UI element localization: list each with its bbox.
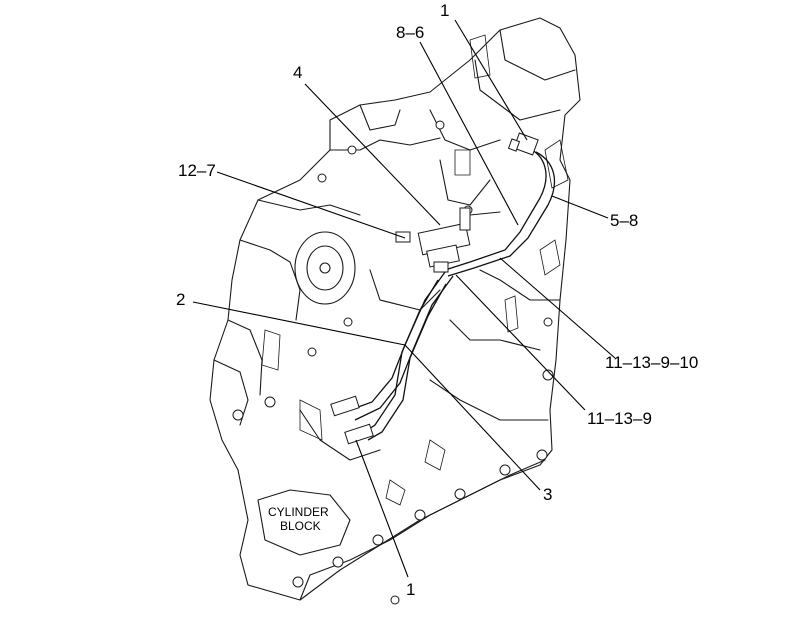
callout-1-bottom: 1 (406, 580, 415, 599)
bolt-heads (232, 120, 554, 605)
leader-lines (192, 19, 616, 578)
cylinder-block-label-line2: BLOCK (280, 519, 321, 533)
callout-1-top: 1 (440, 1, 449, 20)
callout-4: 4 (293, 63, 302, 82)
callout-5-8: 5–8 (610, 211, 638, 230)
fitting-upper-elbow (507, 132, 539, 156)
callout-12-7: 12–7 (178, 161, 216, 180)
callout-8-6: 8–6 (396, 23, 424, 42)
callout-3: 3 (543, 485, 552, 504)
tube-assembly-upper (444, 147, 556, 277)
callout-11-13-9-10: 11–13–9–10 (605, 353, 698, 372)
fitting-valve-block (395, 207, 501, 268)
engine-block-drawing (209, 17, 581, 601)
callout-11-13-9: 11–13–9 (587, 409, 652, 428)
tube-assembly-lower (349, 271, 454, 441)
cylinder-block-label-line1: CYLINDER (268, 505, 329, 519)
fitting-lower-connectors (330, 261, 449, 445)
callout-2: 2 (176, 290, 185, 309)
